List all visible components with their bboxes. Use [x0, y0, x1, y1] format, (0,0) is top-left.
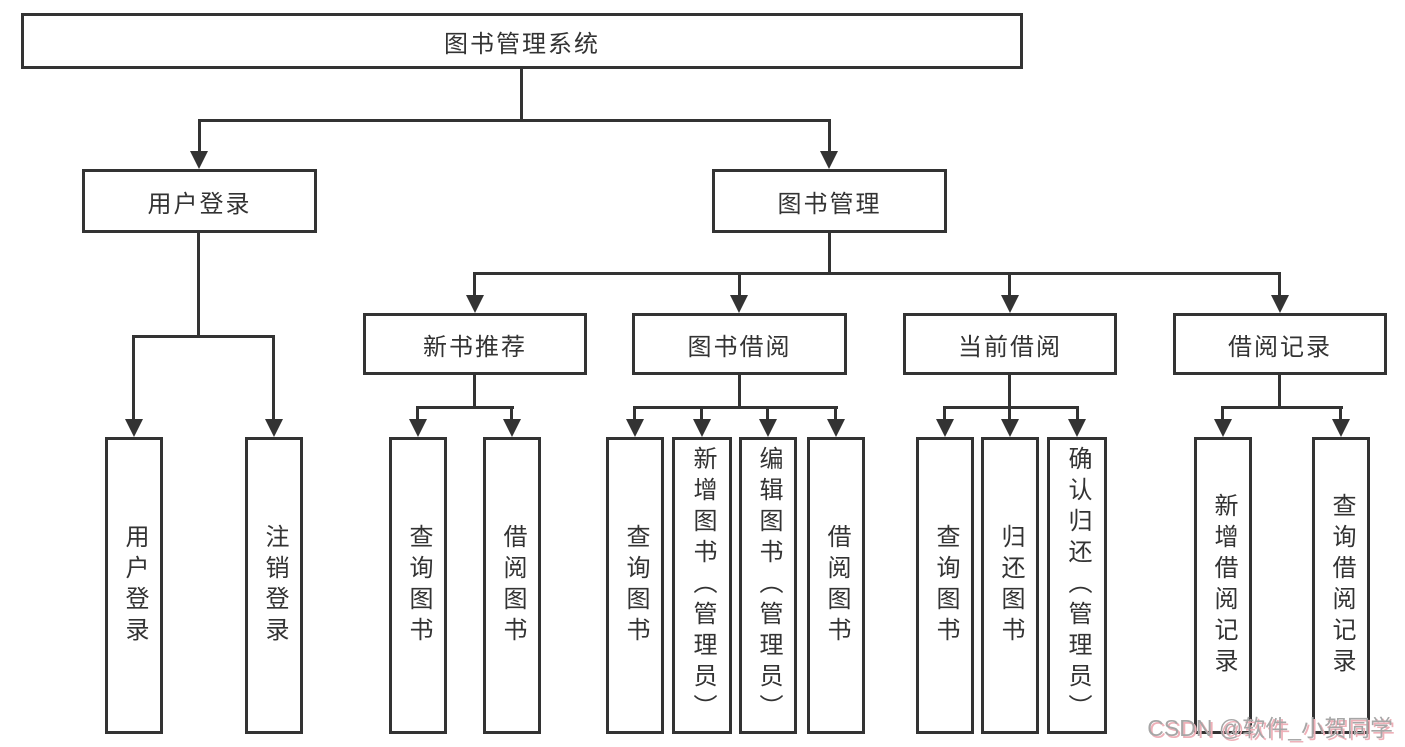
connector-current-borrow-stem [1008, 374, 1011, 409]
node-current-borrow-label: 当前借阅 [958, 333, 1062, 361]
connector-borrow-record-stem [1278, 374, 1281, 409]
connector-drop-add-book [700, 406, 703, 421]
arrowhead-current-borrow [1001, 295, 1019, 313]
connector-user-login-stem [197, 233, 200, 338]
connector-drop-borrow-record [1278, 272, 1281, 297]
node-library-system-label: 图书管理系统 [444, 30, 600, 58]
leaf-user-login: 用户登录 [105, 437, 163, 734]
leaf-logout-label: 注销登录 [261, 523, 288, 648]
connector-borrow-record-branch [1221, 406, 1343, 409]
connector-drop-leaf-user-login [132, 335, 135, 421]
connector-drop-book-management [828, 119, 831, 154]
node-borrow-record-label: 借阅记录 [1228, 333, 1332, 361]
connector-new-book-stem [473, 374, 476, 409]
node-new-book-recommend: 新书推荐 [363, 313, 587, 375]
leaf-borrow-book-2: 借阅图书 [807, 437, 865, 734]
arrowhead-borrow-record [1271, 295, 1289, 313]
connector-drop-return-book [1008, 406, 1011, 421]
connector-drop-borrow-book-2 [834, 406, 837, 421]
leaf-query-borrow-record-label: 查询借阅记录 [1328, 492, 1355, 679]
leaf-logout: 注销登录 [245, 437, 303, 734]
arrowhead-new-book [466, 295, 484, 313]
connector-drop-query-record [1339, 406, 1342, 421]
leaf-query-book-3-label: 查询图书 [932, 523, 959, 648]
arrowhead-query-book-1 [409, 419, 427, 437]
leaf-query-book-2-label: 查询图书 [622, 523, 649, 648]
arrowhead-user-login [190, 151, 208, 169]
leaf-add-borrow-record-label: 新增借阅记录 [1210, 492, 1237, 679]
leaf-borrow-book-1: 借阅图书 [483, 437, 541, 734]
connector-root-branch [198, 119, 831, 122]
connector-user-login-branch [132, 335, 275, 338]
arrowhead-leaf-logout [265, 419, 283, 437]
connector-drop-confirm-return [1076, 406, 1079, 421]
arrowhead-book-management [820, 151, 838, 169]
arrowhead-query-book-2 [626, 419, 644, 437]
connector-book-management-stem [828, 233, 831, 275]
connector-drop-query-book-2 [633, 406, 636, 421]
leaf-return-book: 归还图书 [981, 437, 1039, 734]
leaf-return-book-label: 归还图书 [997, 523, 1024, 648]
node-borrow-record: 借阅记录 [1173, 313, 1387, 375]
arrowhead-borrow-book-2 [827, 419, 845, 437]
leaf-add-book-admin-label: 新增图书（管理员） [689, 446, 716, 725]
node-library-system: 图书管理系统 [21, 13, 1023, 69]
connector-drop-new-book [473, 272, 476, 297]
connector-drop-borrow-book-1 [510, 406, 513, 421]
connector-book-borrow-branch [633, 406, 838, 409]
connector-drop-user-login [198, 119, 201, 154]
leaf-confirm-return-admin-label: 确认归还（管理员） [1064, 446, 1091, 725]
node-current-borrow: 当前借阅 [903, 313, 1117, 375]
leaf-user-login-label: 用户登录 [121, 523, 148, 648]
leaf-query-borrow-record: 查询借阅记录 [1312, 437, 1370, 734]
leaf-edit-book-admin-label: 编辑图书（管理员） [755, 446, 782, 725]
connector-drop-current-borrow [1008, 272, 1011, 297]
arrowhead-edit-book [759, 419, 777, 437]
arrowhead-query-book-3 [936, 419, 954, 437]
connector-drop-edit-book [766, 406, 769, 421]
leaf-query-book-3: 查询图书 [916, 437, 974, 734]
arrowhead-confirm-return [1068, 419, 1086, 437]
connector-drop-query-book-3 [943, 406, 946, 421]
arrowhead-leaf-user-login [125, 419, 143, 437]
arrowhead-book-borrow [730, 295, 748, 313]
watermark: CSDN @软件_小贺同学 [1147, 715, 1393, 741]
node-book-borrow: 图书借阅 [632, 313, 847, 375]
node-new-book-recommend-label: 新书推荐 [423, 333, 527, 361]
leaf-add-book-admin: 新增图书（管理员） [672, 437, 732, 734]
connector-drop-query-book-1 [416, 406, 419, 421]
connector-drop-add-record [1221, 406, 1224, 421]
leaf-add-borrow-record: 新增借阅记录 [1194, 437, 1252, 734]
node-user-login-label: 用户登录 [147, 190, 252, 218]
leaf-confirm-return-admin: 确认归还（管理员） [1047, 437, 1107, 734]
leaf-query-book-2: 查询图书 [606, 437, 664, 734]
connector-book-management-branch [473, 272, 1281, 275]
node-book-management: 图书管理 [712, 169, 947, 233]
arrowhead-query-record [1332, 419, 1350, 437]
connector-drop-book-borrow [738, 272, 741, 297]
leaf-edit-book-admin: 编辑图书（管理员） [739, 437, 797, 734]
connector-drop-leaf-logout [272, 335, 275, 421]
arrowhead-borrow-book-1 [503, 419, 521, 437]
connector-root-stem [520, 69, 523, 122]
leaf-borrow-book-1-label: 借阅图书 [499, 523, 526, 648]
arrowhead-add-book [693, 419, 711, 437]
connector-book-borrow-stem [738, 374, 741, 409]
leaf-query-book-1: 查询图书 [389, 437, 447, 734]
arrowhead-return-book [1001, 419, 1019, 437]
node-book-borrow-label: 图书借阅 [687, 333, 792, 361]
arrowhead-add-record [1214, 419, 1232, 437]
leaf-borrow-book-2-label: 借阅图书 [823, 523, 850, 648]
leaf-query-book-1-label: 查询图书 [405, 523, 432, 648]
node-user-login: 用户登录 [82, 169, 317, 233]
node-book-management-label: 图书管理 [777, 190, 882, 218]
connector-new-book-branch [416, 406, 514, 409]
connector-current-borrow-branch [943, 406, 1079, 409]
